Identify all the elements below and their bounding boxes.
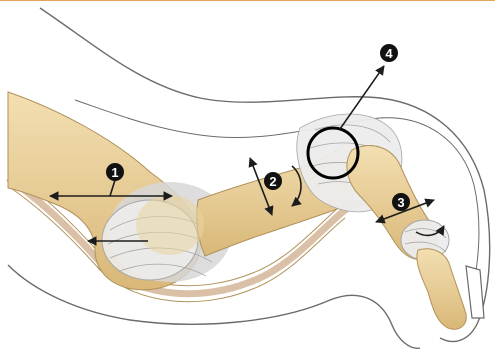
toenail: [466, 266, 484, 318]
callout-3-label: 3: [397, 195, 404, 210]
callout-1: 1: [106, 163, 124, 181]
callout-4: 4: [380, 44, 398, 62]
distal-phalanx: [417, 249, 466, 329]
callout-3: 3: [392, 193, 410, 211]
callout-4-label: 4: [385, 46, 393, 61]
callout-1-label: 1: [111, 165, 118, 180]
callout-2: 2: [264, 172, 282, 190]
callout-2-label: 2: [269, 174, 276, 189]
metatarsal-head: [136, 195, 204, 255]
